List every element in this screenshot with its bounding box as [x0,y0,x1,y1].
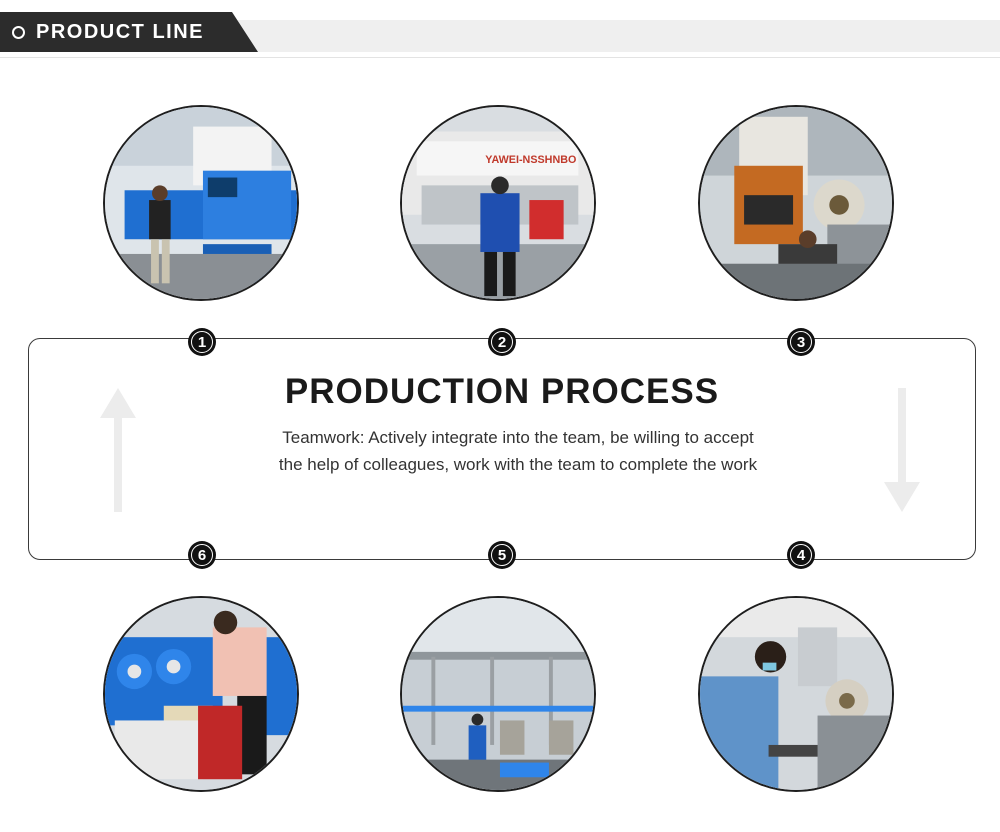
step-badge-2: 2 [488,328,516,356]
process-title: PRODUCTION PROCESS [284,372,720,411]
photo-machining [698,596,894,792]
process-box [28,338,976,560]
step-number: 4 [790,544,812,566]
arrow-up-icon [100,388,136,512]
photo-stamping-press [698,105,894,301]
svg-text:YAWEI-NSSHNBO: YAWEI-NSSHNBO [485,154,576,166]
process-description: Teamwork: Actively integrate into the te… [278,428,758,474]
step-badge-1: 1 [188,328,216,356]
step-badge-6: 6 [188,541,216,569]
step-number: 3 [790,331,812,353]
header-divider [0,57,1000,58]
step-badge-5: 5 [488,541,516,569]
photo-press-brake: YAWEI-NSSHNBO [400,105,596,301]
step-badge-3: 3 [787,328,815,356]
photo-laser-cutting [103,105,299,301]
header-tab: PRODUCT LINE [0,12,258,52]
step-number: 5 [491,544,513,566]
circle-outline-icon [12,25,25,39]
step-badge-4: 4 [787,541,815,569]
section-title: PRODUCT LINE [36,20,204,43]
step-number: 6 [191,544,213,566]
step-number: 2 [491,331,513,353]
photo-testing-station [103,596,299,792]
arrow-down-icon [884,388,920,512]
photo-assembly-line [400,596,596,792]
step-number: 1 [191,331,213,353]
